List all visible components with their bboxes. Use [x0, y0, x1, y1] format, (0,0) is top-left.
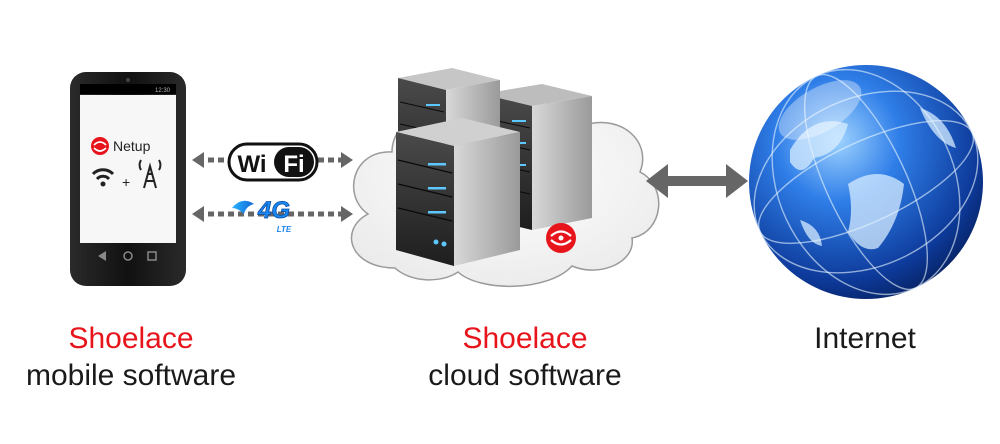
shoelace-logo-icon — [546, 223, 576, 253]
lte-badge-main: 4G — [257, 197, 290, 224]
globe-icon — [749, 65, 983, 299]
plus-sign: + — [122, 174, 130, 190]
mobile-caption-brand: Shoelace — [68, 322, 194, 355]
app-label: Netup — [113, 138, 151, 154]
cloud-caption: Shoelace cloud software — [390, 320, 660, 394]
lte-badge-sub: LTE — [277, 225, 292, 234]
internet-caption-label: Internet — [814, 322, 916, 355]
cloud-caption-desc: cloud software — [428, 359, 622, 392]
internet-link-arrow — [646, 164, 748, 198]
mobile-caption: Shoelace mobile software — [0, 320, 262, 394]
cellular-link-arrow — [192, 206, 353, 222]
phone-screen — [80, 95, 176, 243]
lte-badge: 4G LTE — [232, 197, 292, 234]
smartphone: 12:30 Netup + — [70, 72, 186, 286]
wifi-icon — [91, 168, 115, 187]
cell-tower-icon — [138, 159, 162, 189]
wifi-badge: Wi Fi — [227, 142, 319, 182]
mobile-caption-desc: mobile software — [25, 359, 237, 392]
internet-caption: Internet — [770, 320, 960, 357]
shoelace-app-icon — [91, 137, 109, 155]
wifi-badge-left: Wi — [237, 151, 266, 178]
wifi-badge-right: Fi — [283, 151, 304, 178]
status-time: 12:30 — [155, 88, 171, 94]
server-rack-front — [396, 118, 520, 266]
cloud-caption-brand: Shoelace — [462, 322, 588, 355]
